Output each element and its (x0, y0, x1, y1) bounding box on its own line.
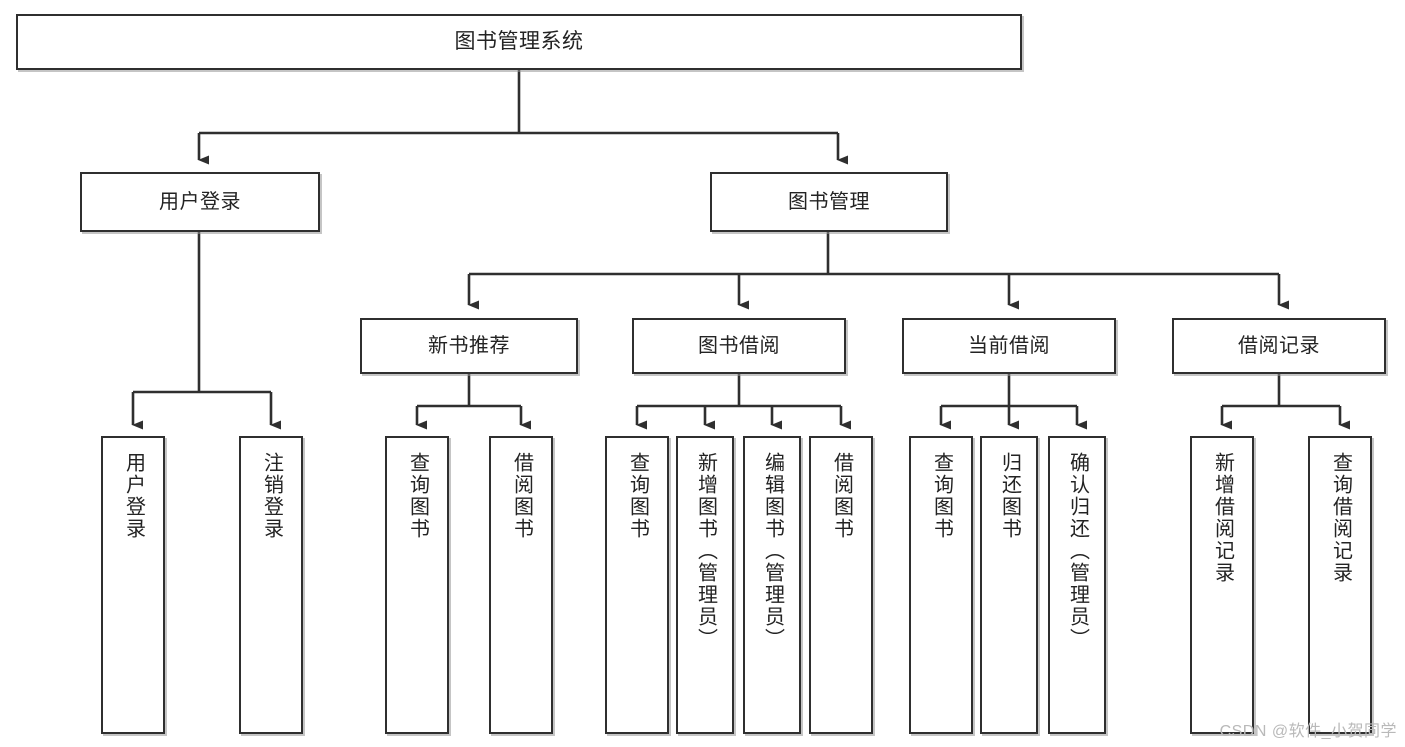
node-book-management[interactable]: 图书管理 (710, 172, 948, 232)
node-label: 确认归还（管理员） (1066, 452, 1089, 650)
node-label: 注销登录 (260, 452, 283, 540)
node-label: 图书管理系统 (454, 29, 584, 53)
node-label: 归还图书 (998, 452, 1021, 540)
node-leaf-confirm-return-admin[interactable]: 确认归还（管理员） (1048, 436, 1106, 734)
node-label: 借阅图书 (830, 452, 853, 540)
node-user-login[interactable]: 用户登录 (80, 172, 320, 232)
node-borrowing-record[interactable]: 借阅记录 (1172, 318, 1386, 374)
node-leaf-add-book-admin[interactable]: 新增图书（管理员） (676, 436, 734, 734)
watermark: CSDN @软件_小贺同学 (1219, 723, 1397, 740)
node-label: 编辑图书（管理员） (761, 452, 784, 650)
node-label: 用户登录 (122, 452, 145, 540)
node-leaf-add-borrow-record[interactable]: 新增借阅记录 (1190, 436, 1254, 734)
node-label: 新书推荐 (428, 334, 510, 357)
node-new-book-recommendation[interactable]: 新书推荐 (360, 318, 578, 374)
node-label: 查询借阅记录 (1329, 452, 1352, 584)
node-label: 新增借阅记录 (1211, 452, 1234, 584)
node-leaf-borrow-book-recommend[interactable]: 借阅图书 (489, 436, 553, 734)
node-label: 新增图书（管理员） (694, 452, 717, 650)
node-leaf-query-book-recommend[interactable]: 查询图书 (385, 436, 449, 734)
node-leaf-borrow-book[interactable]: 借阅图书 (809, 436, 873, 734)
node-leaf-query-borrow-record[interactable]: 查询借阅记录 (1308, 436, 1372, 734)
node-label: 查询图书 (406, 452, 429, 540)
node-label: 当前借阅 (968, 334, 1050, 357)
node-label: 借阅图书 (510, 452, 533, 540)
node-leaf-logout[interactable]: 注销登录 (239, 436, 303, 734)
node-label: 用户登录 (159, 190, 241, 213)
node-label: 图书管理 (788, 190, 870, 213)
node-book-borrowing[interactable]: 图书借阅 (632, 318, 846, 374)
node-leaf-edit-book-admin[interactable]: 编辑图书（管理员） (743, 436, 801, 734)
node-root-book-management-system[interactable]: 图书管理系统 (16, 14, 1022, 70)
node-leaf-query-book-current[interactable]: 查询图书 (909, 436, 973, 734)
node-label: 查询图书 (626, 452, 649, 540)
node-label: 图书借阅 (698, 334, 780, 357)
node-leaf-query-book-borrow[interactable]: 查询图书 (605, 436, 669, 734)
node-leaf-user-login[interactable]: 用户登录 (101, 436, 165, 734)
node-current-borrowing[interactable]: 当前借阅 (902, 318, 1116, 374)
node-label: 查询图书 (930, 452, 953, 540)
node-label: 借阅记录 (1238, 334, 1320, 357)
node-leaf-return-book[interactable]: 归还图书 (980, 436, 1038, 734)
